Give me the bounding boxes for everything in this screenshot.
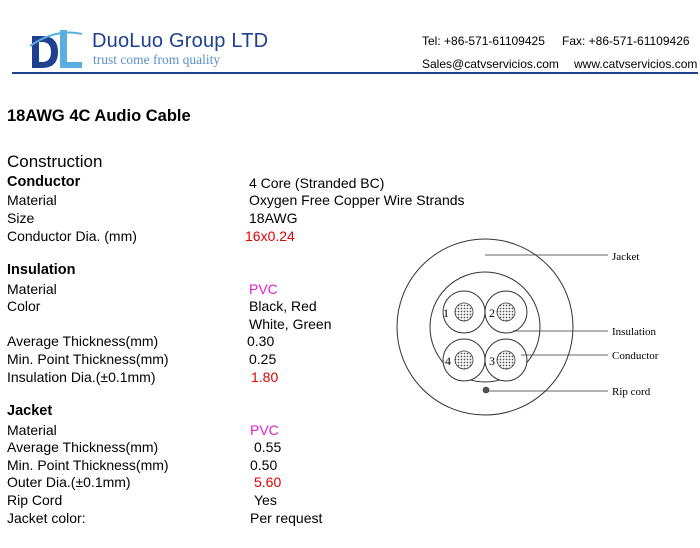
spec-label: Jacket color: <box>7 510 86 526</box>
spec-value: Per request <box>250 510 323 526</box>
spec-value: 18AWG <box>249 210 298 226</box>
core-number: 2 <box>489 306 495 320</box>
spec-label: Min. Point Thickness(mm) <box>7 457 169 473</box>
insulation-heading: Insulation <box>7 262 76 278</box>
conductor-label: Conductor <box>612 350 659 362</box>
spec-value: PVC <box>249 281 278 297</box>
spec-label: Insulation Dia.(±0.1mm) <box>7 369 156 385</box>
core-1 <box>442 290 486 334</box>
company-name: DuoLuo Group LTD <box>92 30 269 52</box>
spec-label: Material <box>7 422 57 438</box>
fax: Fax: +86-571-61109426 <box>562 34 690 48</box>
website-link[interactable]: www.catvservicios.com <box>574 57 698 71</box>
cable-cross-section-diagram: 1 2 3 4 Jacket Insulation Conductor Rip … <box>396 238 659 416</box>
spec-value: 1.80 <box>251 369 279 385</box>
spec-label: Color <box>7 298 41 314</box>
telephone: Tel: +86-571-61109425 <box>422 34 545 48</box>
spec-value: 0.30 <box>247 333 275 349</box>
core-number: 3 <box>489 354 495 368</box>
spec-value: Oxygen Free Copper Wire Strands <box>249 192 465 208</box>
jacket-outer-circle <box>396 238 574 416</box>
conductor-heading-value: 4 Core (Stranded BC) <box>249 175 385 191</box>
spec-label: Material <box>7 281 57 297</box>
spec-value: 16x0.24 <box>245 228 295 244</box>
core-number: 4 <box>445 354 451 368</box>
spec-label: Size <box>7 210 35 226</box>
conductor-heading: Conductor <box>7 174 81 190</box>
spec-label: Average Thickness(mm) <box>7 333 159 349</box>
company-logo <box>29 30 83 68</box>
jacket-label: Jacket <box>612 251 639 263</box>
spec-value: 5.60 <box>254 474 282 490</box>
core-2 <box>484 290 528 334</box>
spec-label: Conductor Dia. (mm) <box>7 228 137 244</box>
spec-label: Material <box>7 192 57 208</box>
company-tagline: trust come from quality <box>93 52 221 67</box>
rip-cord <box>482 386 490 394</box>
header-divider <box>12 72 698 74</box>
spec-value: 0.25 <box>249 351 277 367</box>
jacket-inner-circle <box>429 271 541 383</box>
spec-label: Rip Cord <box>7 492 63 508</box>
core-4 <box>442 338 486 382</box>
page-title: 18AWG 4C Audio Cable <box>7 107 191 125</box>
insulation-label: Insulation <box>612 326 656 338</box>
jacket-heading: Jacket <box>7 403 53 419</box>
spec-value: Yes <box>254 492 277 508</box>
spec-value: 0.55 <box>254 439 282 455</box>
spec-value: PVC <box>250 422 279 438</box>
rip-cord-label: Rip cord <box>612 386 651 398</box>
spec-label: Average Thickness(mm) <box>7 439 159 455</box>
construction-heading: Construction <box>7 152 103 171</box>
spec-value: Black, Red <box>249 298 317 314</box>
spec-value: White, Green <box>249 316 332 332</box>
spec-label: Min. Point Thickness(mm) <box>7 351 169 367</box>
email-link[interactable]: Sales@catvservicios.com <box>422 57 559 71</box>
core-number: 1 <box>443 306 449 320</box>
spec-value: 0.50 <box>250 457 278 473</box>
spec-label: Outer Dia.(±0.1mm) <box>7 474 131 490</box>
